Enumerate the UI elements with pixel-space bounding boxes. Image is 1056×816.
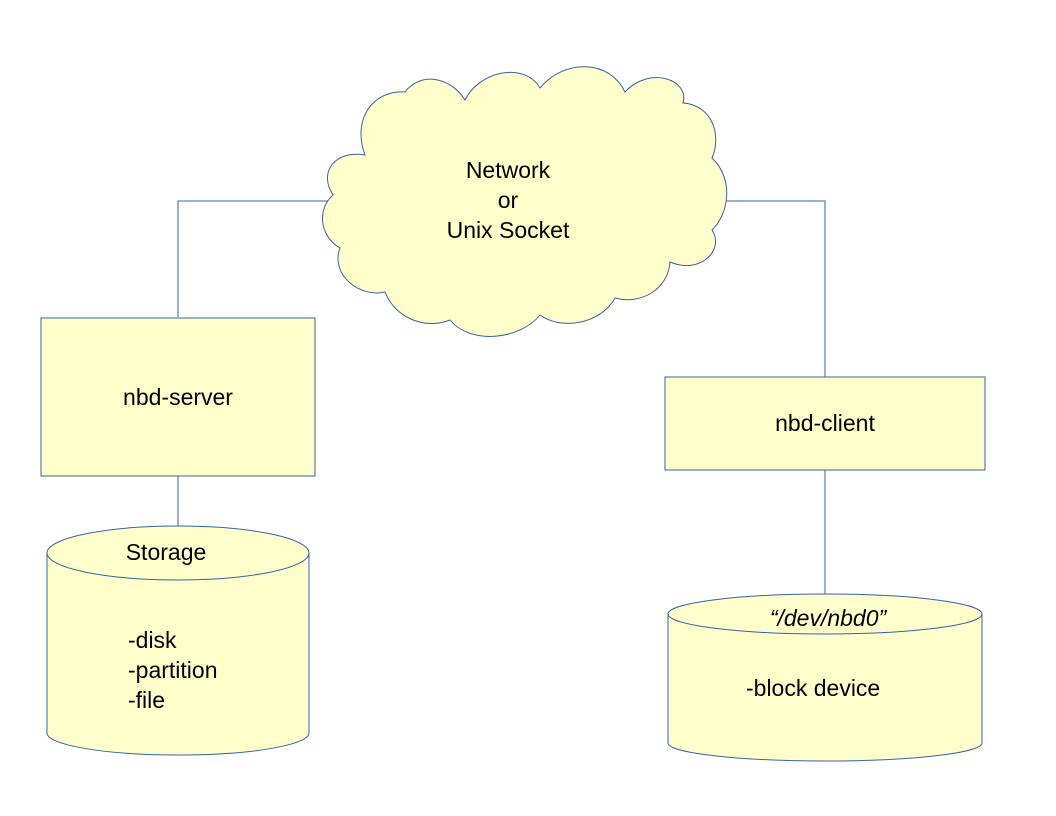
cloud-label: Network or Unix Socket <box>447 155 570 245</box>
device-item: -block device <box>746 675 881 701</box>
nbd-server-box <box>40 317 316 477</box>
nbd-client-box <box>664 376 986 471</box>
storage-item: -file <box>128 687 166 713</box>
nbd-server-label: nbd-server <box>123 384 233 410</box>
storage-item-list: -disk -partition -file <box>128 625 217 715</box>
connector-server-cloud <box>177 200 330 317</box>
block-device-cylinder <box>667 593 983 762</box>
cloud-line-2: or <box>497 187 519 213</box>
storage-item: -partition <box>128 657 218 683</box>
storage-cylinder <box>46 525 310 756</box>
cloud-line-3: Unix Socket <box>446 217 570 243</box>
storage-item: -disk <box>128 627 177 653</box>
device-path-title: “/dev/nbd0” <box>769 605 887 631</box>
nbd-client-label: nbd-client <box>775 410 875 436</box>
storage-title: Storage <box>125 539 207 565</box>
connector-cloud-client <box>722 200 826 377</box>
network-cloud-shape <box>322 66 728 337</box>
cloud-line-1: Network <box>465 157 551 183</box>
